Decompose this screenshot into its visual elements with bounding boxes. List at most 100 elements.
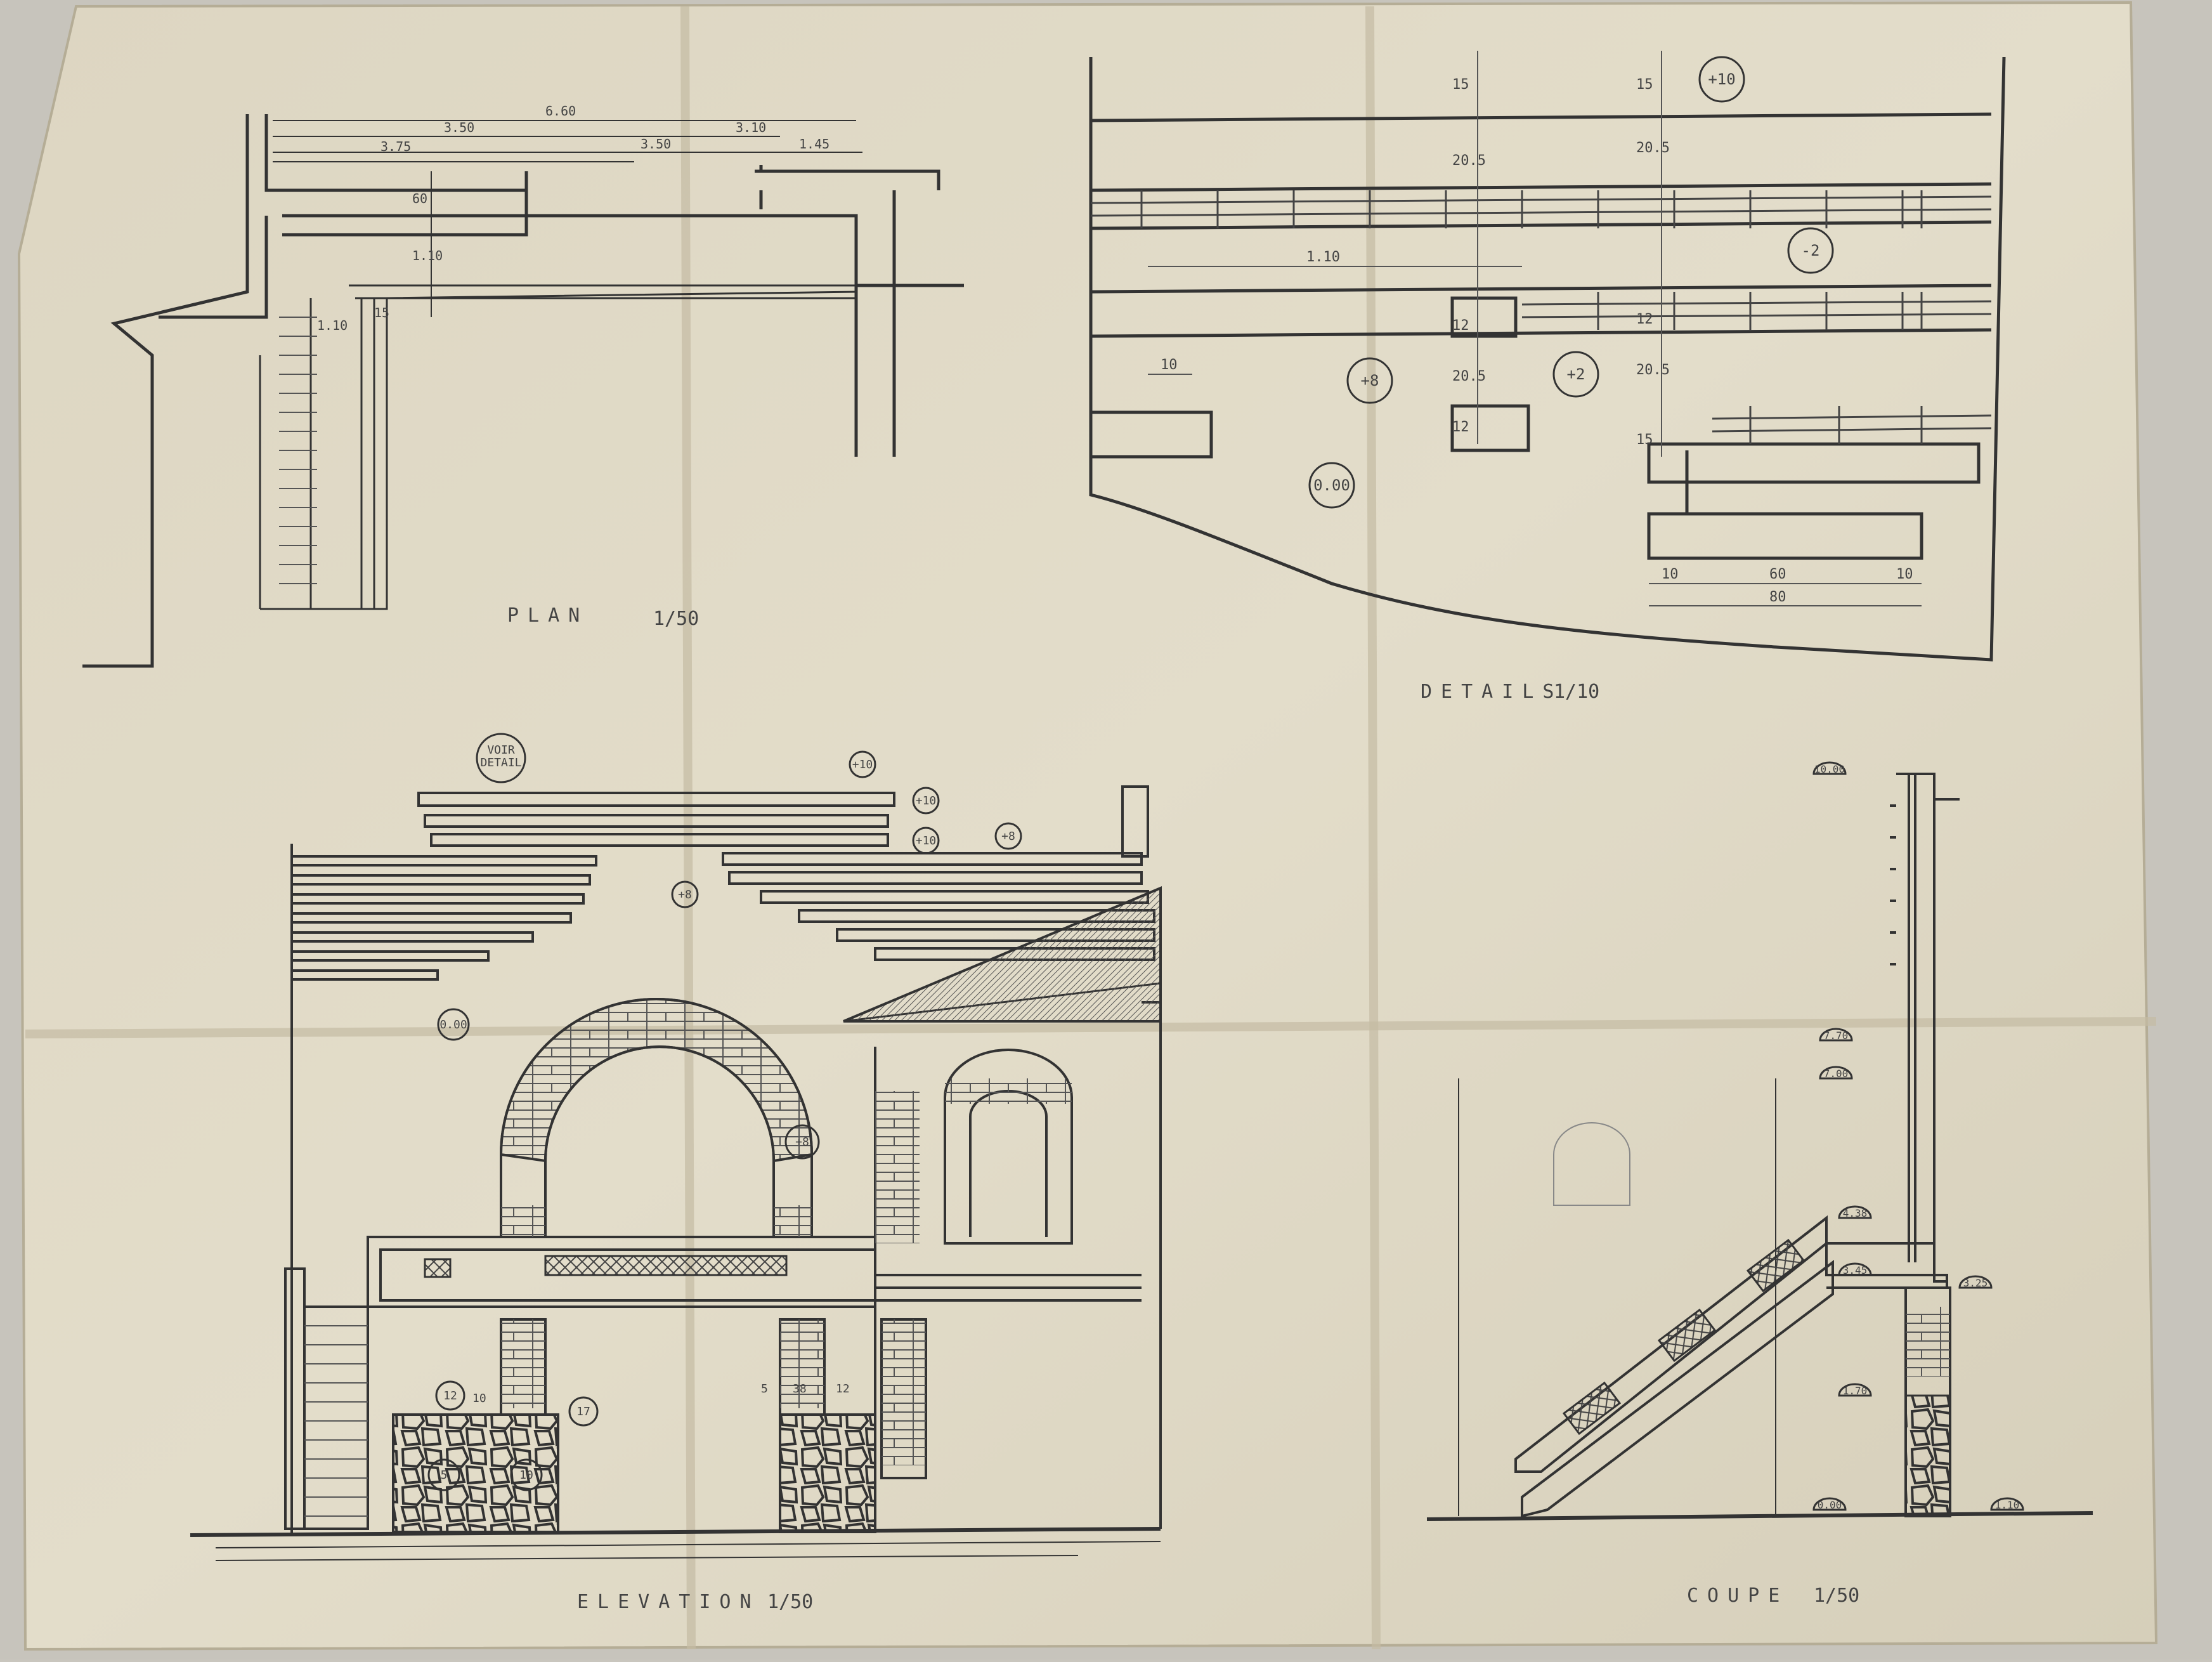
elev-dim-5: 5 bbox=[761, 1382, 768, 1396]
details-dim-15b: 15 bbox=[1636, 77, 1653, 93]
details-title: DETAILS bbox=[1421, 681, 1563, 703]
details-level-4: 0.00 bbox=[1313, 476, 1350, 494]
elevation-column-brick-2 bbox=[780, 1319, 824, 1408]
details-level-circles bbox=[1308, 56, 1834, 509]
elevation-level-labels: VOIR DETAIL +10 +10 +8 +10 +8 0.00 +8 12… bbox=[439, 743, 1015, 1482]
elevation-stone-base-left bbox=[392, 1413, 559, 1533]
elev-level-8: 17 bbox=[576, 1405, 590, 1418]
coupe-level-7: 0.00 bbox=[1818, 1499, 1842, 1511]
coupe-level-8: 1.10 bbox=[1995, 1499, 2020, 1511]
details-level-3: +2 bbox=[1567, 365, 1585, 383]
dim-i: 15 bbox=[374, 305, 389, 320]
voir-detail-line-2: DETAIL bbox=[480, 756, 521, 769]
coupe-level-markers bbox=[1812, 761, 2024, 1511]
elev-level-3: +10 bbox=[916, 834, 937, 847]
details-level-0: +10 bbox=[1708, 70, 1735, 88]
coupe-lattice-2 bbox=[1657, 1308, 1717, 1363]
dim-a: 3.50 bbox=[444, 120, 474, 135]
details-dim-12b: 12 bbox=[1636, 311, 1653, 327]
dim-b: 3.75 bbox=[381, 139, 411, 154]
elevation-column-brick-1 bbox=[501, 1319, 545, 1408]
coupe-level-1: 7.70 bbox=[1824, 1030, 1849, 1042]
details-dim-10: 10 bbox=[1161, 357, 1178, 373]
elevation-dim-texts: 10 5 38 12 bbox=[472, 1382, 850, 1405]
dim-g: 1.10 bbox=[412, 248, 443, 263]
fold-line-vertical-2 bbox=[1365, 6, 1381, 1650]
elev-dim-10: 10 bbox=[472, 1392, 486, 1405]
elevation-title: ELEVATION bbox=[577, 1591, 760, 1613]
details-dim-10c: 10 bbox=[1896, 566, 1913, 582]
details-level-2: +8 bbox=[1361, 372, 1379, 389]
elevation-lattice-small bbox=[424, 1258, 452, 1278]
elev-level-2: +8 bbox=[1001, 830, 1015, 843]
details-level-1: -2 bbox=[1802, 242, 1820, 259]
elev-level-0: +10 bbox=[852, 758, 873, 771]
coupe-level-0: 10.00 bbox=[1814, 763, 1845, 775]
elev-level-5: 0.00 bbox=[439, 1018, 467, 1031]
plan-drawing bbox=[82, 114, 964, 668]
details-level-labels: +10 -2 +8 +2 0.00 bbox=[1313, 70, 1819, 494]
coupe-level-labels: 10.00 7.70 7.00 4.38 3.45 3.25 1.70 0.00… bbox=[1814, 763, 2019, 1511]
elev-level-6: +8 bbox=[795, 1135, 809, 1149]
details-scale: 1/10 bbox=[1554, 681, 1599, 703]
elev-level-1: +10 bbox=[916, 794, 937, 808]
dim-d: 3.10 bbox=[736, 120, 766, 135]
details-dim-203b: 20.5 bbox=[1636, 140, 1670, 156]
elevation-arch-brick-left bbox=[501, 1205, 545, 1237]
coupe-level-4: 3.45 bbox=[1843, 1264, 1868, 1276]
elevation-column-brick-3 bbox=[882, 1319, 926, 1465]
coupe-level-2: 7.00 bbox=[1824, 1068, 1849, 1080]
plan-title: PLAN bbox=[507, 605, 589, 627]
coupe-brick-column bbox=[1906, 1307, 1950, 1377]
details-dim-205b: 20.5 bbox=[1636, 362, 1670, 378]
details-glass-grid bbox=[1090, 190, 1992, 444]
plan-dimension-texts: 6.60 3.50 3.75 3.50 3.10 1.45 60 1.10 1.… bbox=[317, 103, 829, 333]
coupe-level-5: 3.25 bbox=[1963, 1277, 1988, 1289]
coupe-level-6: 1.70 bbox=[1843, 1385, 1868, 1397]
dim-h: 1.10 bbox=[317, 318, 348, 333]
plan-scale: 1/50 bbox=[653, 608, 699, 630]
details-dim-15c: 15 bbox=[1636, 432, 1653, 448]
details-dim-60: 60 bbox=[1769, 566, 1786, 582]
details-dim-12a: 12 bbox=[1452, 318, 1469, 334]
elev-level-9: 5 bbox=[441, 1469, 448, 1482]
elevation-level-circles bbox=[427, 733, 1022, 1491]
coupe-title: COUPE bbox=[1687, 1585, 1788, 1607]
dim-f: 60 bbox=[412, 191, 427, 206]
elev-level-10: 10 bbox=[519, 1469, 533, 1482]
elevation-scale: 1/50 bbox=[767, 1591, 813, 1613]
elev-level-4: +8 bbox=[678, 888, 692, 901]
details-dim-15a: 15 bbox=[1452, 77, 1469, 93]
elevation-arch-brick-right bbox=[774, 1205, 812, 1237]
dim-c: 3.50 bbox=[641, 136, 671, 152]
fold-line-horizontal bbox=[25, 1017, 2157, 1038]
details-dim-110: 1.10 bbox=[1306, 249, 1340, 265]
elevation-brick-pillar bbox=[875, 1091, 920, 1243]
coupe-lattice-panels bbox=[1562, 1238, 1805, 1436]
details-dim-12c: 12 bbox=[1452, 419, 1469, 435]
elev-dim-38: 38 bbox=[793, 1382, 807, 1396]
coupe-stone-base bbox=[1904, 1394, 1951, 1517]
dim-total: 6.60 bbox=[545, 103, 576, 119]
plan-stair-treads bbox=[279, 317, 317, 584]
coupe-lattice-3 bbox=[1746, 1238, 1805, 1293]
coupe-scale: 1/50 bbox=[1814, 1585, 1859, 1607]
elevation-stairs bbox=[304, 1325, 368, 1517]
elevation-roof-tiles bbox=[843, 886, 1162, 1023]
elev-level-7: 12 bbox=[443, 1389, 457, 1403]
elev-dim-12: 12 bbox=[836, 1382, 850, 1396]
coupe-lattice-1 bbox=[1562, 1381, 1622, 1436]
voir-detail-line-1: VOIR bbox=[487, 743, 515, 757]
details-dim-80: 80 bbox=[1769, 589, 1786, 605]
elevation-arch-voussoirs bbox=[499, 998, 814, 1163]
elevation-lattice-panel bbox=[544, 1255, 788, 1276]
details-drawing bbox=[1089, 56, 2006, 662]
details-dim-lines bbox=[1148, 51, 1922, 606]
details-dim-10b: 10 bbox=[1662, 566, 1679, 582]
details-dimension-texts: 15 15 20.5 20.5 12 12 12 20.5 20.5 1.10 … bbox=[1161, 77, 1913, 605]
dim-e: 1.45 bbox=[799, 136, 829, 152]
elevation-stone-base-right bbox=[779, 1413, 876, 1533]
details-dim-205: 20.5 bbox=[1452, 369, 1486, 384]
coupe-level-3: 4.38 bbox=[1843, 1207, 1868, 1219]
